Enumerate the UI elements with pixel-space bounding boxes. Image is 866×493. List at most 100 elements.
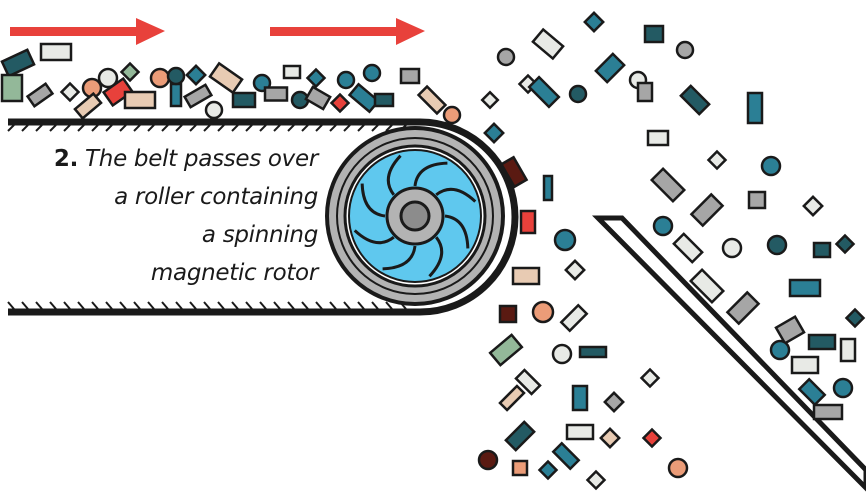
waste-particle	[496, 47, 516, 67]
waste-particle	[329, 92, 351, 114]
waste-particle	[73, 91, 103, 121]
waste-particle	[527, 75, 561, 109]
roller	[325, 126, 505, 306]
waste-particle	[480, 90, 500, 110]
waste-particle	[746, 91, 764, 125]
caption-line-1: The belt passes over	[85, 146, 318, 172]
waste-particle	[511, 266, 541, 286]
waste-particle	[477, 449, 499, 471]
waste-particle	[675, 40, 695, 60]
waste-particle	[603, 391, 625, 413]
waste-particle	[169, 82, 183, 108]
waste-particle	[185, 64, 207, 86]
waste-particle	[498, 304, 518, 324]
waste-particle	[499, 155, 529, 189]
waste-particle	[766, 234, 788, 256]
waste-particle	[797, 377, 827, 407]
waste-particle	[551, 441, 581, 471]
waste-particle	[101, 76, 135, 108]
waste-particle	[483, 122, 505, 144]
caption-line-2: a roller containing	[114, 184, 318, 210]
waste-particle	[336, 70, 356, 90]
waste-particle	[166, 66, 186, 86]
waste-particle	[649, 166, 687, 204]
waste-particle	[416, 84, 448, 116]
waste-particle	[583, 11, 605, 33]
waste-particle	[123, 90, 157, 110]
waste-particle	[514, 368, 542, 396]
waste-particle	[639, 367, 661, 389]
waste-particle	[672, 232, 704, 264]
waste-particle	[542, 174, 554, 202]
waste-particle	[531, 300, 555, 324]
waste-particle	[585, 469, 607, 491]
waste-particle	[25, 82, 55, 108]
waste-particle	[812, 403, 844, 421]
waste-particle	[204, 100, 224, 120]
conveyor-belt	[7, 118, 519, 316]
waste-particle	[646, 129, 670, 147]
waste-particles	[0, 11, 866, 491]
waste-particle	[652, 215, 674, 237]
waste-particle	[511, 459, 529, 477]
waste-particle	[667, 457, 689, 479]
waste-particle	[442, 105, 462, 125]
waste-particle	[844, 307, 866, 329]
waste-particle	[790, 355, 820, 375]
waste-particle	[362, 63, 382, 83]
caption-line-4: magnetic rotor	[150, 260, 318, 286]
waste-particle	[636, 81, 654, 103]
waste-particle	[182, 83, 214, 109]
waste-particle	[551, 343, 573, 365]
waste-particle	[643, 24, 665, 44]
waste-particle	[208, 61, 244, 95]
waste-particle	[688, 267, 726, 305]
waste-particle	[149, 67, 171, 89]
waste-particle	[679, 84, 711, 116]
waste-particle	[519, 209, 537, 235]
waste-particle	[488, 333, 524, 367]
waste-particle	[641, 427, 663, 449]
waste-particle	[760, 155, 782, 177]
waste-particle	[812, 241, 832, 259]
waste-particle	[689, 192, 725, 228]
waste-particle	[564, 259, 586, 281]
waste-particle	[571, 384, 589, 412]
waste-particle	[537, 459, 559, 481]
waste-particle	[832, 377, 854, 399]
belt-direction-arrow-left	[10, 18, 165, 45]
waste-particle	[282, 64, 302, 80]
waste-particle	[599, 427, 621, 449]
waste-particle	[498, 384, 526, 412]
waste-particle	[0, 73, 24, 103]
waste-particle	[578, 345, 608, 359]
waste-particle	[769, 339, 791, 361]
waste-particle	[559, 303, 589, 333]
waste-particle	[304, 85, 332, 111]
waste-particle	[594, 52, 626, 84]
waste-particle	[706, 149, 728, 171]
waste-particle	[531, 27, 565, 61]
waste-particle	[774, 314, 806, 346]
waste-particle	[834, 233, 856, 255]
separation-chute	[591, 215, 866, 492]
waste-particle	[839, 337, 857, 363]
waste-particle	[553, 228, 577, 252]
waste-particle	[725, 290, 761, 326]
waste-particle	[0, 48, 36, 78]
waste-particle	[788, 278, 822, 298]
step-number: 2.	[53, 146, 79, 172]
waste-particle	[59, 81, 81, 103]
waste-particle	[747, 190, 767, 210]
waste-particle	[504, 420, 536, 452]
step-caption: 2. The belt passes over a roller contain…	[0, 140, 318, 292]
waste-particle	[373, 92, 395, 108]
waste-particle	[263, 86, 289, 102]
waste-particle	[119, 61, 141, 83]
waste-particle	[231, 91, 257, 109]
magnetic-rotor	[348, 149, 482, 283]
waste-particle	[721, 237, 743, 259]
waste-particle	[802, 195, 824, 217]
waste-particle	[97, 67, 119, 89]
